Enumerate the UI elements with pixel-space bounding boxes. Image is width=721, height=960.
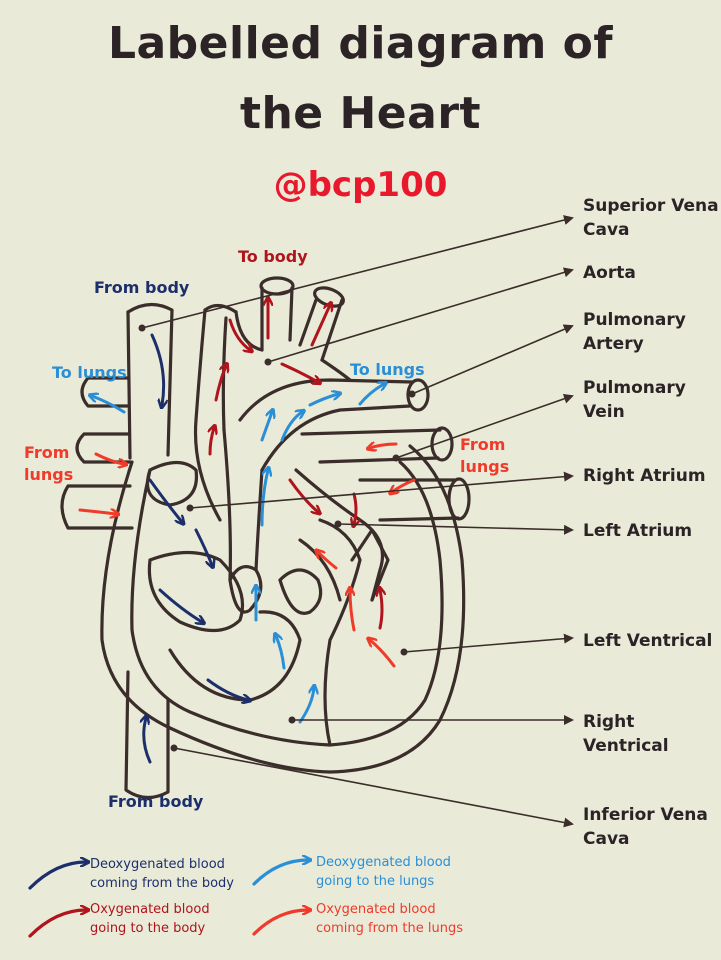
label-inferior-vena-cava-line1: Inferior Vena bbox=[583, 805, 708, 825]
legend-arrows bbox=[28, 860, 308, 938]
legend-deoxy-to-lungs: Deoxygenated blood going to the lungs bbox=[316, 853, 451, 891]
superior-vena-cava-shape bbox=[126, 302, 174, 457]
flow-label-from-lungs-right-line2: lungs bbox=[460, 457, 510, 476]
legend-arrow-deoxy-from-body bbox=[28, 862, 86, 890]
title-line-1: Labelled diagram of bbox=[107, 18, 614, 69]
flow-label-from-lungs-right: From lungs bbox=[460, 434, 509, 478]
label-pulmonary-artery: Pulmonary Artery bbox=[583, 308, 686, 356]
legend-arrow-oxy-from-lungs bbox=[252, 910, 308, 936]
flow-label-to-lungs-left: To lungs bbox=[52, 363, 127, 382]
legend-oxy-from-lungs-line2: coming from the lungs bbox=[316, 921, 463, 936]
label-left-atrium: Left Atrium bbox=[583, 521, 693, 541]
label-right-ventrical: Right Ventrical bbox=[583, 712, 669, 756]
legend-oxy-to-body: Oxygenated blood going to the body bbox=[90, 900, 210, 938]
oxygenated-from-lungs-arrows bbox=[78, 444, 416, 668]
flow-label-from-lungs-left-line2: lungs bbox=[24, 465, 74, 484]
label-inferior-vena-cava: Inferior Vena Cava bbox=[583, 803, 708, 851]
label-pulmonary-vein-line2: Vein bbox=[583, 402, 625, 422]
title-line-2: the Heart bbox=[239, 88, 482, 139]
flow-label-from-lungs-right-line1: From bbox=[460, 435, 506, 454]
label-left-ventrical: Left Ventrical bbox=[583, 631, 713, 651]
legend-deoxy-to-lungs-line1: Deoxygenated blood bbox=[316, 855, 451, 870]
legend-oxy-to-body-line1: Oxygenated blood bbox=[90, 902, 210, 917]
label-pulmonary-artery-line1: Pulmonary bbox=[583, 310, 686, 330]
flow-label-from-body-top: From body bbox=[94, 278, 190, 297]
label-superior-vena-cava-line1: Superior Vena bbox=[583, 196, 719, 216]
flow-label-to-body: To body bbox=[238, 247, 308, 266]
legend-deoxy-from-body-line2: coming from the body bbox=[90, 876, 235, 891]
label-aorta: Aorta bbox=[583, 263, 636, 283]
label-right-atrium: Right Atrium bbox=[583, 466, 706, 486]
heart-outline bbox=[60, 276, 471, 800]
label-leader-lines bbox=[141, 215, 574, 828]
legend-arrow-deoxy-to-lungs bbox=[252, 860, 308, 886]
flow-label-to-lungs-right: To lungs bbox=[350, 360, 425, 379]
leader-line-dots bbox=[138, 324, 416, 752]
legend-oxy-from-lungs: Oxygenated blood coming from the lungs bbox=[316, 900, 463, 938]
legend-deoxy-to-lungs-line2: going to the lungs bbox=[316, 874, 435, 889]
flow-label-from-lungs-left-line1: From bbox=[24, 443, 70, 462]
legend-deoxy-from-body: Deoxygenated blood coming from the body bbox=[90, 855, 234, 893]
label-pulmonary-artery-line2: Artery bbox=[583, 334, 644, 354]
label-pulmonary-vein: Pulmonary Vein bbox=[583, 376, 686, 424]
label-inferior-vena-cava-line2: Cava bbox=[583, 829, 630, 849]
label-superior-vena-cava: Superior Vena Cava bbox=[583, 194, 719, 242]
label-superior-vena-cava-line2: Cava bbox=[583, 220, 630, 240]
deoxygenated-to-lungs-arrows bbox=[92, 384, 384, 724]
label-pulmonary-vein-line1: Pulmonary bbox=[583, 378, 686, 398]
legend-arrow-oxy-to-body bbox=[28, 910, 86, 938]
legend-oxy-to-body-line2: going to the body bbox=[90, 921, 206, 936]
flow-label-from-body-bottom: From body bbox=[108, 792, 204, 811]
legend-deoxy-from-body-line1: Deoxygenated blood bbox=[90, 857, 225, 872]
flow-label-from-lungs-left: From lungs bbox=[24, 442, 73, 486]
deoxygenated-from-body-arrows bbox=[144, 333, 248, 764]
legend-oxy-from-lungs-line1: Oxygenated blood bbox=[316, 902, 436, 917]
author-handle: @bcp100 bbox=[273, 165, 448, 205]
